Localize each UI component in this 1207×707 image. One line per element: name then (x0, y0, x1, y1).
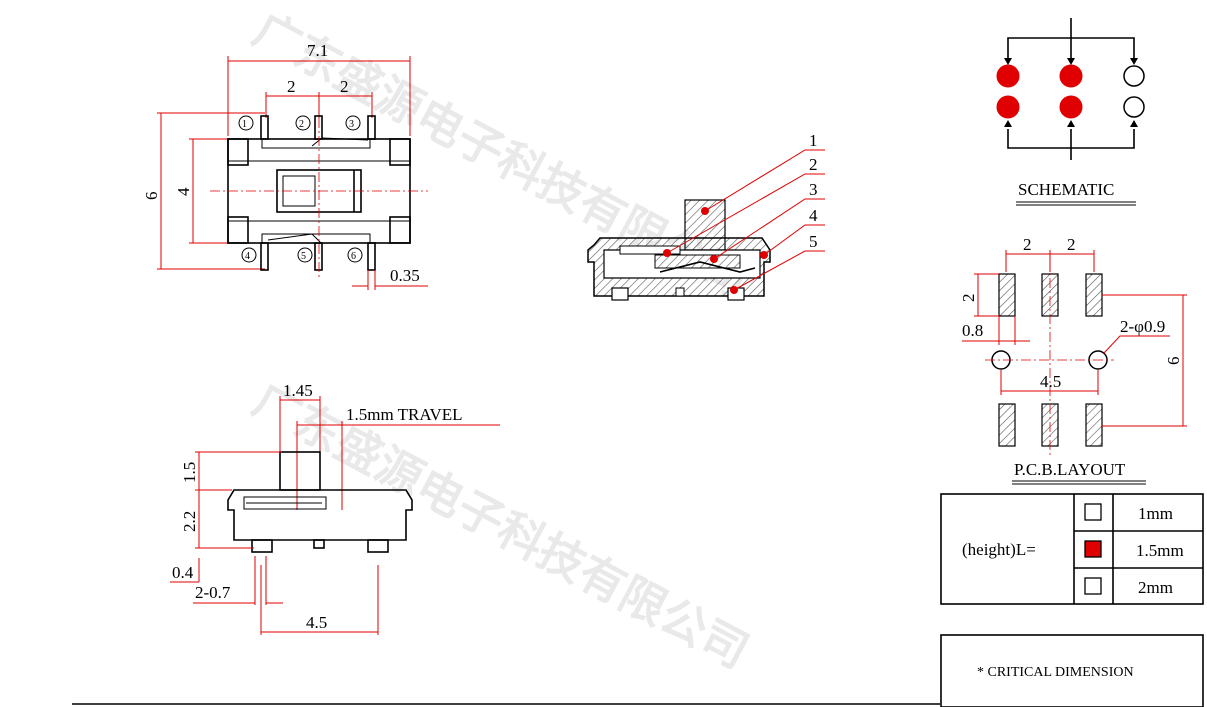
height-option-1-5mm: 1.5mm (1136, 541, 1184, 560)
dim-overall-width: 7.1 (307, 41, 328, 60)
side-view: 1.45 1.5mm TRAVEL 1.5 2.2 0.4 2-0.7 (170, 381, 500, 635)
height-1-5mm-checkbox[interactable] (1084, 540, 1102, 558)
svg-text:5: 5 (301, 251, 306, 262)
callout-3: 3 (809, 180, 818, 199)
svg-text:1: 1 (242, 119, 247, 130)
section-view: 1 2 3 4 5 (587, 131, 825, 301)
dim-actuator: 1.45 (283, 381, 313, 400)
pin-label-1: 1 (238, 115, 254, 131)
pcb-dim-pad-width: 0.8 (962, 321, 983, 340)
critical-dimension-note: * CRITICAL DIMENSION (977, 665, 1134, 680)
dim-post: 2-0.7 (195, 583, 231, 602)
height-1mm-checkbox[interactable] (1084, 503, 1102, 521)
note-box: * CRITICAL DIMENSION (940, 634, 1204, 707)
height-option-1mm: 1mm (1138, 504, 1173, 523)
height-option-2mm: 2mm (1138, 578, 1173, 597)
callout-1: 1 (809, 131, 818, 150)
pcb-dim-pitch-left: 2 (1023, 235, 1032, 254)
dim-actuator-height: 1.5 (180, 462, 199, 483)
dim-height: 6 (142, 192, 161, 201)
pin-label-2: 2 (295, 115, 311, 131)
dim-post-spacing: 4.5 (306, 613, 327, 632)
callout-4: 4 (809, 206, 818, 225)
dim-body: 4 (174, 187, 193, 196)
pcb-dim-hole: 2-φ0.9 (1120, 317, 1165, 336)
schematic-title: SCHEMATIC (1018, 180, 1114, 199)
dim-standoff: 0.4 (172, 563, 194, 582)
height-2mm-checkbox[interactable] (1084, 577, 1102, 595)
svg-text:广东盛源电子科技有限公司: 广东盛源电子科技有限公司 (245, 372, 758, 679)
pcb-dim-hole-spacing: 4.5 (1040, 372, 1061, 391)
pcb-dim-pitch-right: 2 (1067, 235, 1076, 254)
callout-2: 2 (809, 155, 818, 174)
watermark: 广东盛源电子科技有限公司 广东盛源电子科技有限公司 (245, 2, 758, 679)
pcb-dim-row-spacing: 6 (1164, 357, 1183, 366)
svg-text:4: 4 (245, 251, 250, 262)
height-label: (height)L= (962, 540, 1036, 559)
travel-label: 1.5mm TRAVEL (346, 405, 463, 424)
svg-text:2: 2 (299, 119, 304, 130)
pin-label-6: 6 (347, 247, 363, 263)
dim-body-height: 2.2 (180, 511, 199, 532)
dim-pitch-right: 2 (340, 77, 349, 96)
top-view: 7.1 2 2 6 4 (142, 41, 428, 290)
pin-label-3: 3 (345, 115, 361, 131)
svg-text:6: 6 (351, 251, 356, 262)
pin-label-5: 5 (297, 247, 313, 263)
pin-label-4: 4 (241, 247, 257, 263)
pcb-layout: 2 2 2 0.8 2-φ0.9 4.5 6 P.C.B.LAYOUT (959, 235, 1187, 485)
height-table: (height)L= 1mm 1.5mm 2mm (940, 493, 1204, 605)
dim-pin-width: 0.35 (390, 266, 420, 285)
pcb-dim-pad-height: 2 (959, 294, 978, 303)
callout-5: 5 (809, 232, 818, 251)
dim-pitch-left: 2 (287, 77, 296, 96)
schematic: SCHEMATIC (996, 18, 1145, 206)
svg-text:3: 3 (349, 119, 354, 130)
pcb-layout-title: P.C.B.LAYOUT (1014, 460, 1126, 479)
